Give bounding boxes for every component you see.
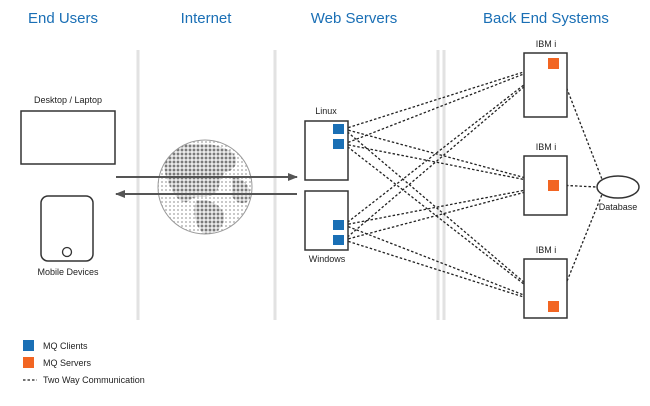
mq-server-icon — [548, 180, 559, 191]
column-title-back-end: Back End Systems — [483, 10, 609, 27]
legend-mq-client-swatch — [23, 340, 34, 351]
column-title-internet: Internet — [181, 10, 233, 27]
ibm-i-server-3 — [523, 258, 568, 319]
ibm-i-server-1 — [523, 52, 568, 118]
ibm-i-label-1: IBM i — [536, 39, 557, 49]
desktop-label: Desktop / Laptop — [34, 95, 102, 105]
database-label: Database — [599, 202, 638, 212]
mobile-device-icon — [40, 195, 94, 262]
windows-label: Windows — [309, 254, 346, 264]
ibm-i-label-2: IBM i — [536, 142, 557, 152]
mq-client-icon — [333, 220, 344, 230]
mq-client-icon — [333, 235, 344, 245]
mq-client-icon — [333, 139, 344, 149]
legend-two-way: Two Way Communication — [43, 375, 145, 385]
linux-label: Linux — [315, 106, 337, 116]
column-title-web-servers: Web Servers — [311, 10, 397, 27]
ibm-i-label-3: IBM i — [536, 245, 557, 255]
legend-mq-server-swatch — [23, 357, 34, 368]
column-title-end-users: End Users — [28, 10, 98, 27]
mobile-label: Mobile Devices — [37, 267, 99, 277]
mq-client-icon — [333, 124, 344, 134]
communication-lines — [343, 62, 606, 307]
mq-server-icon — [548, 58, 559, 69]
mq-server-icon — [548, 301, 559, 312]
legend-mq-servers: MQ Servers — [43, 358, 92, 368]
legend: MQ Clients MQ Servers Two Way Communicat… — [23, 340, 145, 385]
legend-mq-clients: MQ Clients — [43, 341, 88, 351]
globe-icon — [157, 139, 253, 235]
desktop-laptop-icon — [20, 110, 116, 165]
database-icon — [596, 175, 640, 199]
ibm-i-server-2 — [523, 155, 568, 216]
column-separators — [136, 50, 446, 320]
